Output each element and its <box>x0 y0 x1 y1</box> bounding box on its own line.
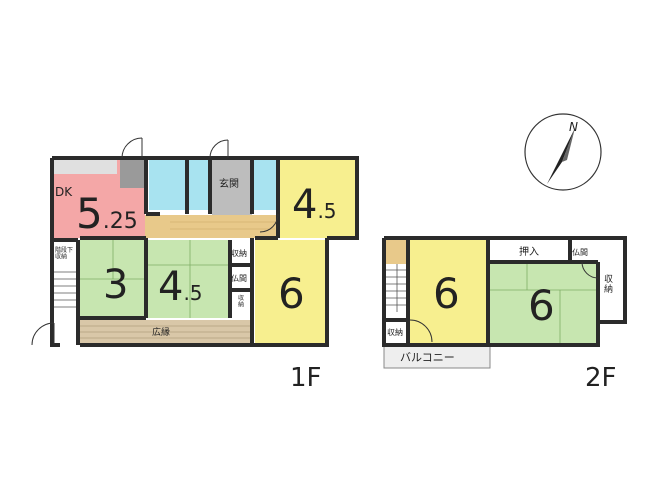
tatami-lines-1f <box>80 240 230 318</box>
hallway-boards <box>170 221 275 230</box>
butsuma-2f <box>570 240 596 262</box>
toilet <box>253 160 278 210</box>
stairs-2f-top <box>386 240 408 264</box>
storage-right-2f <box>598 262 623 322</box>
butsuma-2f-label: 仏間 <box>572 248 588 257</box>
closet-small-label: 収納 <box>238 295 244 309</box>
room-6-yellow-2f <box>408 240 488 343</box>
washitsu45-size: 4.5 <box>158 264 203 310</box>
storage-1f-label: 収納 <box>231 248 247 258</box>
washitsu-4-5 <box>148 240 230 318</box>
room6-yellow-2f-size: 6 <box>433 269 460 318</box>
bathroom <box>149 160 187 210</box>
stairs-2f-treads <box>386 264 408 312</box>
washitsu45-frac: .5 <box>183 281 202 305</box>
storage-right-2f-label: 収納 <box>604 273 613 295</box>
room45-yellow-frac: .5 <box>317 199 336 223</box>
room6-1f-size: 6 <box>278 269 305 318</box>
compass-ring <box>524 113 602 191</box>
engawa-boards <box>80 325 252 339</box>
room45-yellow-main: 4 <box>292 182 317 228</box>
doors-1f <box>31 137 279 346</box>
floor-2-label: 2F <box>585 363 617 393</box>
walls-1f <box>50 156 359 347</box>
room-6-green-2f <box>490 262 596 343</box>
washitsu3-size: 3 <box>103 262 128 308</box>
oshiire-label: 押入 <box>519 245 539 258</box>
under-stairs-label: 階段下収納 <box>55 246 73 261</box>
genkan-label: 玄関 <box>219 177 239 190</box>
washroom <box>188 160 210 210</box>
dk-fridge <box>120 160 145 188</box>
oshiire-2f <box>490 240 570 262</box>
room-6-yellow-1f <box>255 240 327 343</box>
stairs-1f <box>52 265 77 320</box>
balcony-label: バルコニー <box>400 351 455 364</box>
dk-counter <box>52 160 117 174</box>
doors-2f <box>409 261 599 343</box>
washitsu45-main: 4 <box>158 264 183 310</box>
room6-green-2f-size: 6 <box>528 281 555 330</box>
butsuma-1f-label: 仏間 <box>231 274 247 283</box>
dk-label: DK <box>55 185 73 199</box>
north-arrow-icon <box>547 128 575 184</box>
butsuma-1f <box>230 265 252 290</box>
walls-2f <box>382 236 627 347</box>
storage-left-2f-label: 収納 <box>387 327 403 337</box>
tatami-lines-2f <box>490 262 596 343</box>
dk-size: 5.25 <box>76 189 138 238</box>
compass-label: N <box>569 120 578 134</box>
hallway <box>145 215 278 238</box>
storage-1f <box>230 240 252 265</box>
dk-size-main: 5 <box>76 189 103 238</box>
stairs-1f-treads <box>52 271 77 308</box>
dk-size-frac: .25 <box>103 209 138 234</box>
room45-yellow-size: 4.5 <box>292 182 337 228</box>
engawa-label: 広縁 <box>152 326 170 338</box>
compass: N <box>524 113 602 191</box>
floor-1-label: 1F <box>290 363 322 393</box>
north-arrow-shadow <box>562 128 575 162</box>
room-4-5-yellow <box>280 160 355 238</box>
floor-2: 6 6 押入 仏間 収納 収納 バルコニー 2F <box>382 236 627 393</box>
genkan-floor <box>212 160 252 215</box>
floor-1: DK 5.25 玄関 4.5 3 4.5 6 収納 仏間 広縁 階段下収納 収納… <box>31 137 359 393</box>
storage-left-2f <box>386 320 408 343</box>
